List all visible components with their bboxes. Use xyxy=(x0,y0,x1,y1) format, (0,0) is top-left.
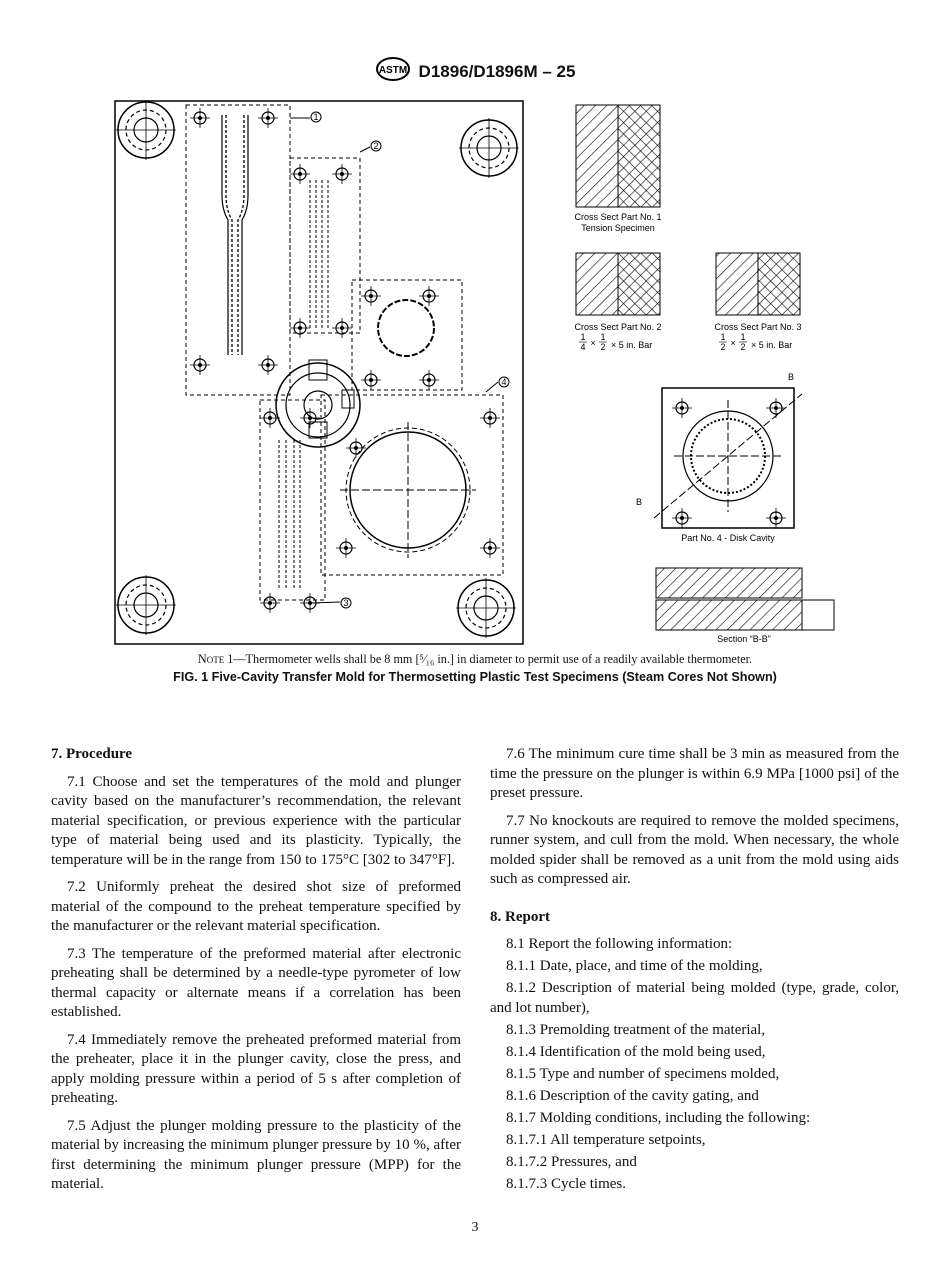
figure-caption: FIG. 1 Five-Cavity Transfer Mold for The… xyxy=(173,670,777,684)
cross-sect-1-title: Cross Sect Part No. 1 xyxy=(574,212,661,222)
cs3-frac-a-den: 2 xyxy=(720,342,725,352)
figure-mold-drawing: 1 2 3 4 Cross Sect Part No. 1 Tension Sp… xyxy=(114,99,844,650)
report-item: 8.1.7 Molding conditions, including the … xyxy=(506,1109,811,1126)
section-bb-title: Section “B-B” xyxy=(717,634,771,644)
report-item: 8.1.3 Premolding treatment of the materi… xyxy=(506,1021,766,1038)
svg-text:×: × xyxy=(730,338,735,348)
svg-text:ASTM: ASTM xyxy=(378,65,406,76)
cross-sect-2-title: Cross Sect Part No. 2 xyxy=(574,322,661,332)
report-item: 8.1.6 Description of the cavity gating, … xyxy=(506,1087,759,1104)
cs3-frac-b-num: 1 xyxy=(740,332,745,342)
cs3-frac-a-num: 1 xyxy=(720,332,725,342)
paragraph-7-5: 7.5 Adjust the plunger molding pressure … xyxy=(51,1117,461,1193)
report-item: 8.1.7.1 All temperature setpoints, xyxy=(506,1131,706,1148)
designation: D1896/D1896M – 25 xyxy=(418,61,576,81)
right-column: 7.6 The minimum cure time shall be 3 min… xyxy=(490,745,899,1197)
callout-2: 2 xyxy=(373,141,378,151)
paragraph-7-3: 7.3 The temperature of the preformed mat… xyxy=(51,945,461,1021)
astm-logo: ASTM xyxy=(375,56,411,87)
cs2-frac-b-num: 1 xyxy=(600,332,605,342)
paragraph-7-6: 7.6 The minimum cure time shall be 3 min… xyxy=(490,746,899,801)
cs3-frac-b-den: 2 xyxy=(740,342,745,352)
page-header: ASTM D1896/D1896M – 25 xyxy=(0,56,950,87)
cross-sect-3-sub: × 5 in. Bar xyxy=(751,340,792,350)
section-heading-report: 8. Report xyxy=(490,908,550,925)
section-heading-procedure: 7. Procedure xyxy=(51,746,133,762)
svg-text:×: × xyxy=(590,338,595,348)
paragraph-7-4: 7.4 Immediately remove the preheated pre… xyxy=(51,1031,461,1107)
note-prefix: Note xyxy=(197,652,225,666)
report-item: 8.1 Report the following information: xyxy=(506,936,733,952)
callout-1: 1 xyxy=(313,112,318,122)
callout-4: 4 xyxy=(501,377,506,387)
cs2-frac-b-den: 2 xyxy=(600,342,605,352)
cross-sect-3-title: Cross Sect Part No. 3 xyxy=(714,322,801,332)
paragraph-7-7: 7.7 No knockouts are required to remove … xyxy=(490,812,899,888)
callout-3: 3 xyxy=(343,598,348,608)
cross-sect-2-sub: × 5 in. Bar xyxy=(611,340,652,350)
cs2-frac-a-num: 1 xyxy=(580,332,585,342)
figure-note: Note 1—Thermometer wells shall be 8 mm [… xyxy=(0,652,950,667)
cs2-frac-a-den: 4 xyxy=(580,342,585,352)
report-item: 8.1.2 Description of material being mold… xyxy=(490,980,899,1016)
report-item: 8.1.7.3 Cycle times. xyxy=(506,1175,626,1192)
left-column: 7. Procedure 7.1 Choose and set the temp… xyxy=(51,745,461,1203)
disk-marker-b-bottom: B xyxy=(636,497,642,507)
disk-cavity-title: Part No. 4 - Disk Cavity xyxy=(681,533,775,543)
paragraph-7-2: 7.2 Uniformly preheat the desired shot s… xyxy=(51,879,461,934)
report-item: 8.1.5 Type and number of specimens molde… xyxy=(506,1065,780,1082)
note-text: 1—Thermometer wells shall be 8 mm [⁵⁄₁₆ … xyxy=(224,652,753,666)
report-item: 8.1.7.2 Pressures, and xyxy=(506,1153,637,1170)
report-item: 8.1.1 Date, place, and time of the moldi… xyxy=(506,958,763,974)
disk-marker-b-top: B xyxy=(788,372,794,382)
report-item: 8.1.4 Identification of the mold being u… xyxy=(506,1043,766,1060)
paragraph-7-1: 7.1 Choose and set the temperatures of t… xyxy=(51,773,461,868)
cross-sect-1-sub: Tension Specimen xyxy=(581,223,655,233)
page-number: 3 xyxy=(471,1220,479,1235)
mold-drawing: 1 2 3 4 Cross Sect Part No. 1 Tension Sp… xyxy=(114,99,835,645)
